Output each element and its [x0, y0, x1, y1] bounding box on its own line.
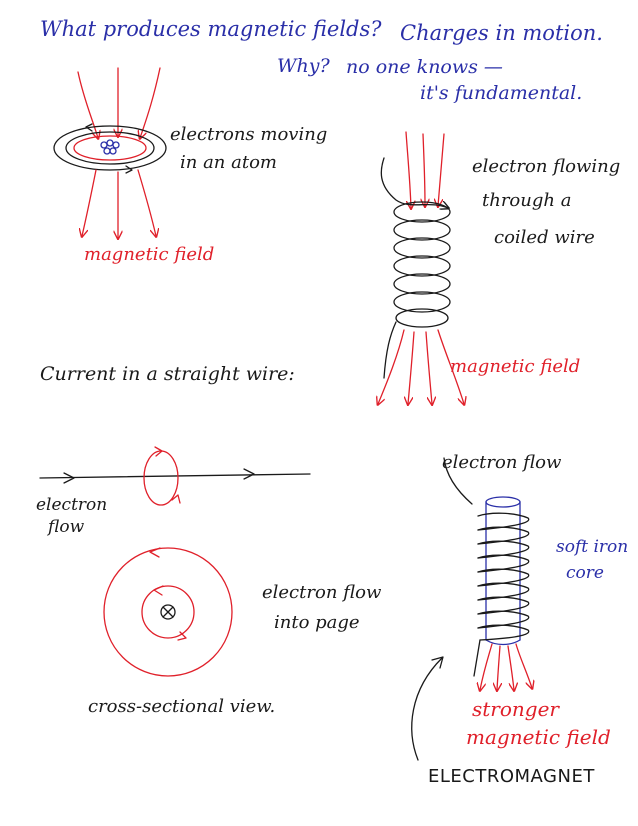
field-line: [438, 133, 445, 206]
core-label-line1: soft iron: [556, 537, 628, 557]
coil-diagram: electron flowing through a coiled wire m…: [378, 131, 620, 404]
field-circle-outer: [103, 547, 233, 677]
field-loop: [143, 450, 179, 506]
field-line: [507, 645, 514, 690]
field-circle-arrow: [149, 547, 161, 558]
header-question: What produces magnetic fields?: [40, 17, 382, 41]
em-wire-in: [443, 457, 473, 505]
coil-wire-out: [383, 321, 397, 379]
straight-wire: [39, 473, 311, 479]
field-line: [408, 331, 415, 404]
em-flow-label: electron flow: [442, 452, 562, 473]
field-line: [437, 329, 464, 404]
straight-wire-title: Current in a straight wire:: [40, 363, 295, 385]
coil-label-line2: through a: [482, 190, 571, 211]
pointer-arrow-head: [431, 656, 444, 669]
atom-diagram: electrons moving in an atom magnetic fie…: [53, 67, 327, 265]
coil-loop: [395, 308, 449, 328]
orbit-arrow: [85, 123, 93, 132]
field-line: [497, 645, 500, 690]
atom-field-label: magnetic field: [84, 244, 214, 265]
cross-section-label: cross-sectional view.: [88, 696, 275, 717]
into-page-symbol: [160, 604, 176, 620]
wire-arrow: [63, 472, 75, 484]
coil-loop: [393, 201, 451, 223]
header-fundamental: it's fundamental.: [420, 82, 582, 104]
header-no-one-knows: no one knows —: [346, 56, 503, 78]
header-answer: Charges in motion.: [400, 21, 603, 45]
coil-loop: [393, 273, 451, 295]
electromagnet-diagram: electron flow soft iron core: [411, 452, 628, 787]
atom-label-line2: in an atom: [180, 152, 277, 173]
header-notes: What produces magnetic fields? Charges i…: [40, 17, 603, 104]
coil-loop: [393, 219, 451, 241]
wire-arrow: [243, 468, 255, 480]
field-line: [405, 131, 411, 208]
field-line: [425, 331, 432, 404]
field-line: [480, 643, 493, 690]
field-loop-arrow: [171, 494, 181, 504]
header-why: Why?: [277, 55, 330, 77]
em-field-line1: stronger: [472, 697, 560, 721]
into-page-label-line1: electron flow: [262, 582, 382, 603]
field-line: [515, 643, 532, 688]
field-line: [378, 329, 405, 404]
field-circle-arrow: [153, 585, 164, 596]
into-page-label-line2: into page: [274, 612, 360, 633]
pointer-arrow: [411, 657, 443, 761]
coil-label-line3: coiled wire: [494, 227, 595, 248]
flow-label-line1: electron: [36, 495, 107, 515]
coil-loop: [393, 237, 451, 259]
field-circle-arrow: [177, 631, 187, 641]
electron-orbit: [65, 131, 155, 165]
electron-orbit: [53, 125, 167, 171]
field-line: [82, 169, 97, 236]
core-label-line2: core: [566, 563, 604, 583]
flow-label-line2: flow: [46, 517, 85, 537]
field-circle-inner: [141, 585, 195, 639]
atom-label-line1: electrons moving: [170, 124, 327, 145]
straight-wire-diagram: Current in a straight wire: electron flo…: [36, 363, 382, 717]
field-loop-arrow: [154, 446, 163, 457]
orbit-arrow: [125, 165, 133, 174]
field-line: [137, 169, 156, 236]
electron-orbit-inner: [73, 135, 147, 161]
electromagnet-label: ELECTROMAGNET: [428, 766, 595, 787]
coil-loop: [393, 291, 451, 313]
core-windings: [477, 512, 530, 641]
em-wire-out: [473, 639, 481, 677]
em-field-line2: magnetic field: [466, 725, 611, 749]
coil-loop: [393, 255, 451, 277]
coil-field-label: magnetic field: [450, 356, 580, 377]
nucleus: [100, 139, 120, 155]
field-line: [423, 133, 425, 206]
coil-wire-in: [380, 157, 448, 208]
coil-label-line1: electron flowing: [472, 156, 620, 177]
field-line: [140, 67, 161, 138]
